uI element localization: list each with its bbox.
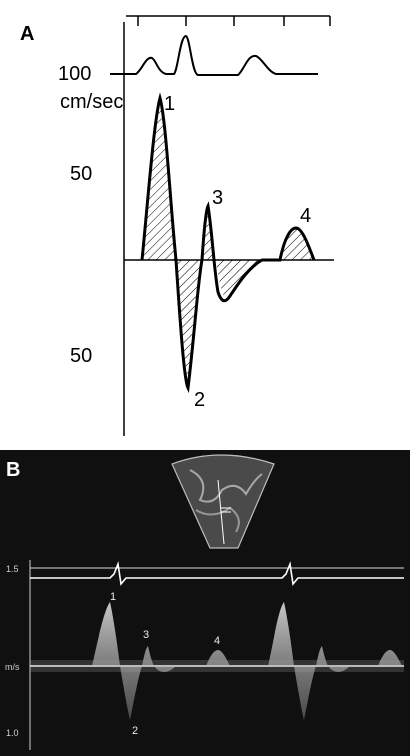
peak-label-2: 2 <box>194 389 205 411</box>
doppler-ecg-trace <box>30 560 404 586</box>
peak-label-4: 4 <box>300 205 311 227</box>
doppler-spectrum-beat-1 <box>92 602 230 720</box>
y-tick-50-negative: 50 <box>70 345 92 367</box>
doppler-axis-unit: m/s <box>5 662 20 672</box>
doppler-axis-top: 1.5 <box>6 564 19 574</box>
echo-sector <box>171 454 275 549</box>
doppler-peak-label-2: 2 <box>132 725 138 737</box>
doppler-peak-label-3: 3 <box>143 629 149 641</box>
doppler-axis-bottom: 1.0 <box>6 728 19 738</box>
wave-3b-fill <box>216 260 262 300</box>
peak-label-3: 3 <box>212 187 223 209</box>
panel-a-label: A <box>20 23 34 45</box>
y-unit-label: cm/sec <box>60 91 123 113</box>
panel-b-doppler-image: B 1.5 m/s 1.0 1 2 3 4 <box>5 454 404 750</box>
ecg-trace <box>110 34 318 76</box>
panel-a-diagram: A 100 cm/sec 50 50 1 2 3 <box>20 15 334 436</box>
peak-label-1: 1 <box>164 93 175 115</box>
y-tick-100: 100 <box>58 63 91 85</box>
panel-a: A 100 cm/sec 50 50 1 2 3 <box>20 15 334 436</box>
doppler-spectrum-beat-2 <box>268 602 402 720</box>
wave-1-fill <box>142 98 176 260</box>
panel-b: B 1.5 m/s 1.0 1 2 3 4 <box>0 450 410 756</box>
panel-b-label: B <box>6 459 20 481</box>
time-scale <box>126 15 331 26</box>
doppler-peak-label-1: 1 <box>110 591 116 603</box>
doppler-peak-label-4: 4 <box>214 635 220 647</box>
y-tick-50-positive: 50 <box>70 163 92 185</box>
wave-2-fill <box>176 260 202 388</box>
velocity-waveform <box>140 92 316 394</box>
